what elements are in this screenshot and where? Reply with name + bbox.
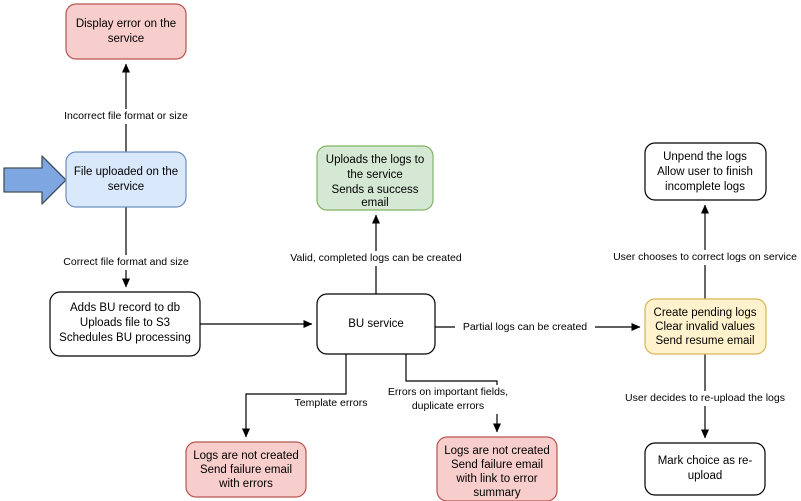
edge-label-template-errors: Template errors: [295, 397, 368, 409]
edge-labels-layer: Incorrect file format or size Correct fi…: [63, 110, 797, 412]
node-logs-not-created-summary-line-2: with link to error: [455, 473, 537, 485]
node-mark-choice-line-0: Mark choice as re-: [658, 455, 753, 467]
edge-label-user-reuploads: User decides to re-upload the logs: [625, 392, 785, 404]
edge-label-errors-important-fields-line-1: duplicate errors: [412, 400, 484, 412]
node-adds-bu-record-line-1: Uploads file to S3: [80, 317, 170, 329]
node-create-pending-logs-line-2: Send resume email: [655, 335, 754, 347]
edge-label-partial-logs: Partial logs can be created: [463, 321, 587, 333]
node-uploads-logs-line-3: email: [361, 197, 388, 209]
node-display-error-line-1: service: [108, 33, 144, 45]
node-create-pending-logs-line-1: Clear invalid values: [655, 321, 755, 333]
node-unpend-logs-line-0: Unpend the logs: [663, 151, 747, 163]
node-adds-bu-record-line-0: Adds BU record to db: [70, 302, 180, 314]
node-bu-service-label: BU service: [348, 318, 404, 330]
edge-label-masks: [54, 109, 801, 414]
node-display-error[interactable]: Display error on the service: [65, 3, 187, 60]
edge-bu-service-to-logs-errors: [242, 354, 347, 438]
edge-label-user-corrects: User chooses to correct logs on service: [613, 251, 797, 263]
node-logs-not-created-errors-line-2: with errors: [218, 478, 273, 490]
node-logs-not-created-errors-line-0: Logs are not created: [193, 450, 299, 462]
edge-label-incorrect-format: Incorrect file format or size: [64, 110, 188, 122]
node-unpend-logs-line-2: incomplete logs: [665, 181, 745, 193]
node-adds-bu-record-line-2: Schedules BU processing: [59, 332, 191, 344]
node-unpend-logs[interactable]: Unpend the logs Allow user to finish inc…: [644, 142, 767, 201]
edge-label-correct-format: Correct file format and size: [63, 256, 189, 268]
node-uploads-logs[interactable]: Uploads the logs to the service Sends a …: [316, 145, 434, 211]
node-file-uploaded-line-1: service: [108, 181, 144, 193]
node-display-error-line-0: Display error on the: [76, 18, 176, 30]
node-file-uploaded-line-0: File uploaded on the: [74, 166, 178, 178]
node-adds-bu-record[interactable]: Adds BU record to db Uploads file to S3 …: [49, 291, 201, 357]
node-create-pending-logs[interactable]: Create pending logs Clear invalid values…: [644, 298, 767, 355]
node-logs-not-created-summary-line-0: Logs are not created: [444, 445, 550, 457]
edge-label-errors-important-fields-line-0: Errors on important fields,: [388, 386, 508, 398]
node-uploads-logs-line-0: Uploads the logs to: [326, 154, 424, 166]
node-uploads-logs-line-1: the service: [347, 169, 403, 181]
node-create-pending-logs-line-0: Create pending logs: [654, 307, 757, 319]
node-logs-not-created-summary-line-1: Send failure email: [451, 459, 543, 471]
node-logs-not-created-errors-line-1: Send failure email: [200, 464, 292, 476]
node-logs-not-created-errors[interactable]: Logs are not created Send failure email …: [185, 441, 307, 498]
edge-label-valid-logs: Valid, completed logs can be created: [290, 252, 462, 264]
node-file-uploaded[interactable]: File uploaded on the service: [65, 151, 187, 208]
node-logs-not-created-summary[interactable]: Logs are not created Send failure email …: [436, 436, 558, 501]
node-mark-choice[interactable]: Mark choice as re- upload: [644, 442, 766, 496]
node-unpend-logs-line-1: Allow user to finish: [657, 166, 753, 178]
entry-block-arrow[interactable]: [3, 155, 67, 205]
node-bu-service[interactable]: BU service: [316, 293, 436, 355]
node-uploads-logs-line-2: Sends a success: [332, 184, 419, 196]
node-logs-not-created-summary-line-3: summary: [473, 487, 521, 499]
node-mark-choice-line-1: upload: [688, 470, 723, 482]
